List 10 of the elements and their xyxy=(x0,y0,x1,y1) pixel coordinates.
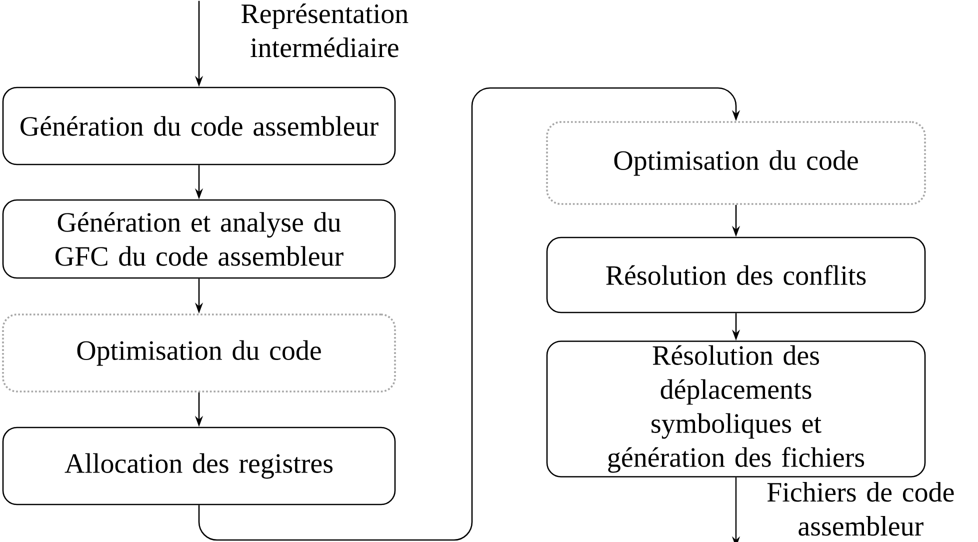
dotted-process-box: Optimisation du code xyxy=(2,314,396,392)
edge-label: Représentation intermédiaire xyxy=(241,4,408,58)
process-box: Génération et analyse du GFC du code assembleur xyxy=(2,199,396,279)
process-box: Allocation des registres xyxy=(2,426,396,506)
dotted-process-box: Optimisation du code xyxy=(546,121,926,205)
process-box: Génération du code assembleur xyxy=(2,86,396,166)
edge-label: Fichiers de code assembleur xyxy=(767,482,954,536)
arrow xyxy=(198,87,740,541)
process-box: Résolution des conflits xyxy=(546,236,926,314)
process-box: Résolution des déplacements symboliques et génération des fichiers xyxy=(546,340,926,478)
